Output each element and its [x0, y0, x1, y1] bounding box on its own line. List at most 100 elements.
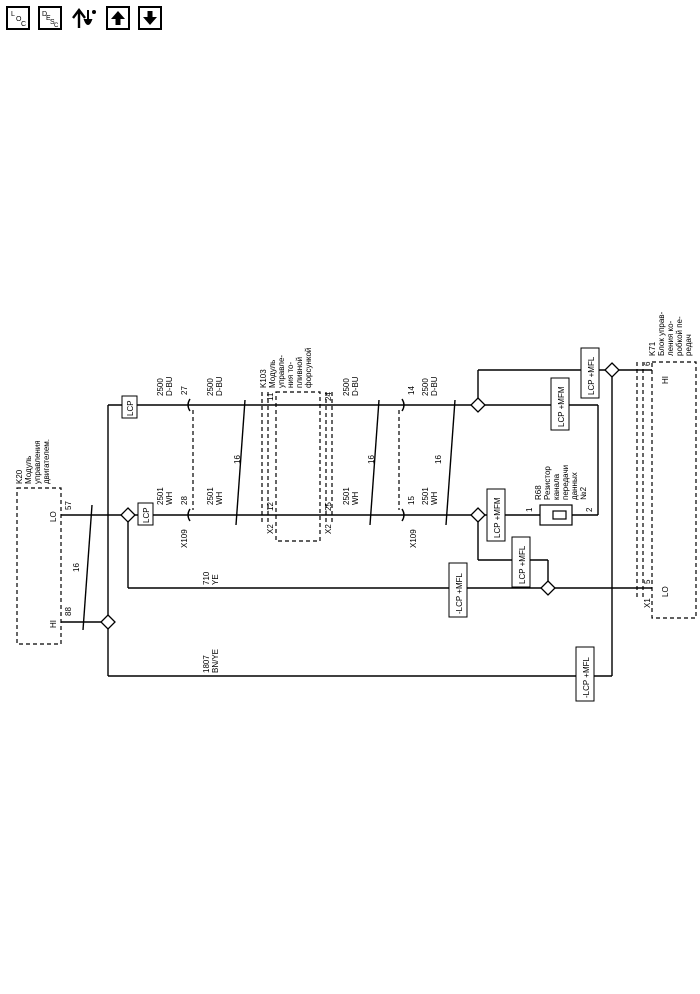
page-down-button[interactable] — [138, 6, 162, 30]
k103-module-box — [275, 391, 321, 542]
svg-text:2501: 2501 — [342, 487, 351, 505]
svg-text:X109: X109 — [180, 529, 189, 548]
svg-text:WH: WH — [430, 491, 439, 505]
r68-pin1: 1 — [525, 507, 534, 512]
k20-module-box — [16, 487, 62, 645]
k20-pin-88: 88 — [64, 607, 73, 616]
splice-diamond-hi-k71 — [604, 362, 620, 378]
svg-text:16: 16 — [233, 455, 242, 464]
svg-text:E: E — [46, 15, 51, 22]
svg-text:D-BU: D-BU — [430, 376, 439, 396]
svg-text:D-BU: D-BU — [215, 376, 224, 396]
svg-text:BN/YE: BN/YE — [211, 649, 220, 673]
svg-text:O: O — [16, 16, 22, 23]
svg-text:управле-: управле- — [277, 355, 286, 388]
svg-text:LCP: LCP — [142, 507, 151, 523]
svg-text:1807: 1807 — [202, 655, 211, 673]
k71-module-box — [651, 361, 697, 619]
splice-diamond-hi — [100, 614, 116, 630]
svg-text:передачи: передачи — [561, 465, 570, 500]
option-tags-right: LCP +MFM LCP +MFM LCP +MFL LCP +MFL -LCP… — [448, 347, 600, 702]
arrow-up-icon — [111, 11, 125, 25]
svg-text:6: 6 — [643, 361, 652, 366]
k20-pin-57: 57 — [64, 501, 73, 510]
svg-text:2500: 2500 — [206, 378, 215, 396]
svg-text:WH: WH — [165, 491, 174, 505]
connector-view-button[interactable] — [70, 6, 98, 30]
svg-text:C: C — [21, 21, 26, 28]
svg-text:2500: 2500 — [156, 378, 165, 396]
svg-text:YE: YE — [211, 574, 220, 585]
svg-text:L: L — [11, 11, 15, 18]
svg-text:14: 14 — [407, 386, 416, 395]
svg-text:2501: 2501 — [421, 487, 430, 505]
arrow-down-icon — [143, 11, 157, 25]
svg-text:24: 24 — [324, 392, 333, 401]
svg-text:2500: 2500 — [421, 378, 430, 396]
svg-text:LCP +MFL: LCP +MFL — [518, 545, 527, 584]
svg-text:16: 16 — [367, 455, 376, 464]
k71-label: K71 Блок управ- ления ко- робкой пе- ред… — [648, 311, 693, 356]
svg-text:LCP +MFM: LCP +MFM — [557, 386, 566, 427]
svg-text:D: D — [42, 11, 47, 18]
k20-label: K20 Модуль управления двигателем. — [15, 439, 51, 484]
twisted-pair-marks — [82, 399, 456, 631]
svg-text:K103: K103 — [259, 369, 268, 388]
svg-text:данных: данных — [570, 472, 579, 500]
svg-text:X109: X109 — [409, 529, 418, 548]
svg-text:R68: R68 — [534, 485, 543, 500]
svg-text:16: 16 — [434, 455, 443, 464]
wire-labels-mid: 2500 D-BU 2501 WH 2500 D-BU 2501 WH — [342, 376, 439, 505]
k71-pins: 6 HI 5 LO X1 — [643, 361, 670, 608]
svg-text:WH: WH — [351, 491, 360, 505]
svg-text:12: 12 — [266, 502, 275, 511]
svg-text:28: 28 — [180, 496, 189, 505]
r68-pin2: 2 — [585, 507, 594, 512]
svg-text:C: C — [54, 23, 59, 28]
svg-text:25: 25 — [324, 502, 333, 511]
svg-text:D-BU: D-BU — [351, 376, 360, 396]
svg-text:2501: 2501 — [206, 487, 215, 505]
svg-text:двигателем.: двигателем. — [42, 439, 51, 484]
svg-text:Резистор: Резистор — [543, 466, 552, 500]
wire-labels-bottom: 710 YE 1807 BN/YE — [202, 571, 220, 673]
svg-text:-LCP +MFL: -LCP +MFL — [582, 656, 591, 698]
r68-label: R68 Резистор канала передачи данных №2 — [534, 465, 588, 500]
svg-text:канала: канала — [552, 473, 561, 500]
svg-text:№2: №2 — [579, 486, 588, 500]
splice-diamond-2500-right — [470, 397, 486, 413]
svg-text:710: 710 — [202, 571, 211, 585]
svg-text:S: S — [50, 19, 55, 26]
svg-text:WH: WH — [215, 491, 224, 505]
svg-text:Блок управ-: Блок управ- — [657, 311, 666, 356]
svg-text:робкой пе-: робкой пе- — [675, 316, 684, 356]
splice-diamond-lo — [540, 580, 556, 596]
k103-pins: 11 12 24 25 X2 X2 — [266, 392, 333, 534]
svg-text:Модуль: Модуль — [24, 456, 33, 484]
svg-text:K71: K71 — [648, 341, 657, 356]
x109-right-connector: X109 14 15 — [398, 386, 418, 548]
svg-text:LCP +MFM: LCP +MFM — [493, 497, 502, 538]
svg-text:11: 11 — [266, 392, 275, 401]
svg-text:K20: K20 — [15, 469, 24, 484]
k20-pin-lo: LO — [49, 511, 58, 522]
page-up-button[interactable] — [106, 6, 130, 30]
svg-text:X2: X2 — [266, 524, 275, 534]
splice-diamond-2501 — [120, 507, 136, 523]
x109-left-connector: X109 27 28 — [180, 386, 194, 548]
wire-labels-left: 2500 D-BU 2500 D-BU 2501 WH 2501 WH — [156, 376, 224, 505]
svg-text:редач: редач — [684, 334, 693, 356]
svg-text:ления ко-: ления ко- — [666, 320, 675, 356]
svg-text:управления: управления — [33, 440, 42, 484]
svg-text:16: 16 — [72, 563, 81, 572]
svg-text:HI: HI — [661, 376, 670, 384]
svg-text:-LCP +MFL: -LCP +MFL — [455, 572, 464, 614]
svg-text:LCP +MFL: LCP +MFL — [587, 356, 596, 395]
svg-text:2500: 2500 — [342, 378, 351, 396]
svg-text:LCP: LCP — [126, 400, 135, 416]
